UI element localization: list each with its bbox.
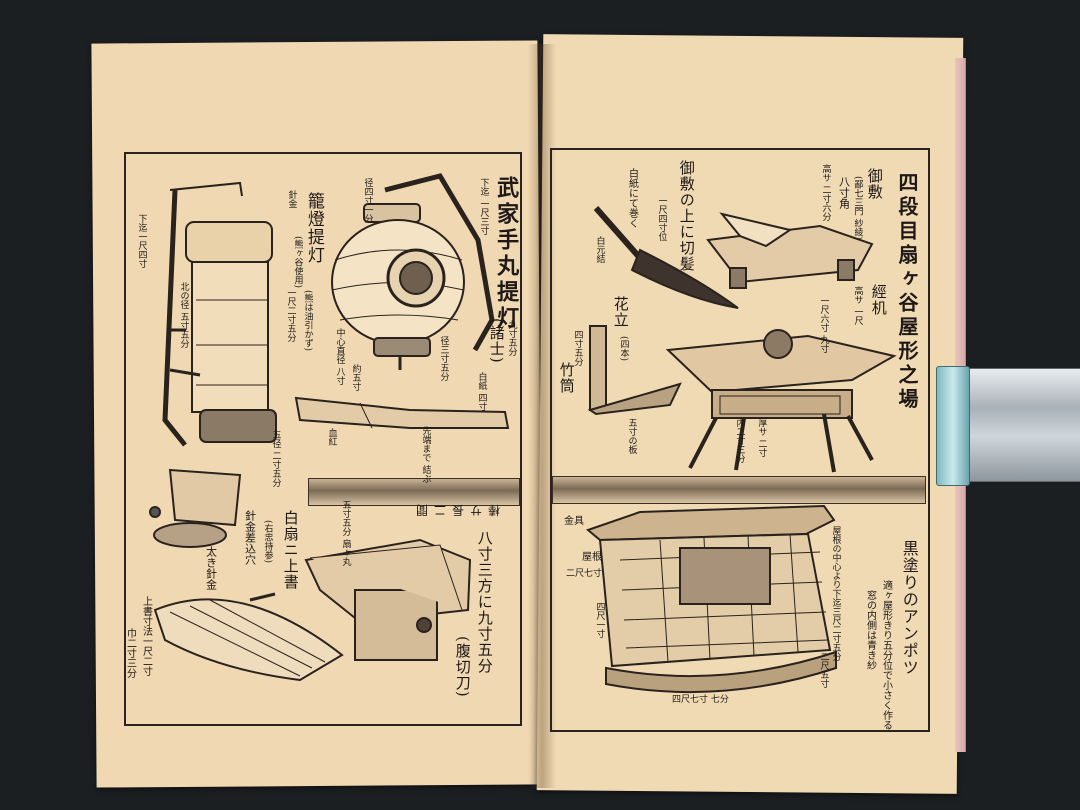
long-pole-left <box>308 478 520 506</box>
left-illustration-frame <box>124 152 522 726</box>
bottom-size: 四尺七寸 七分 <box>672 695 729 705</box>
board-label: 五寸の板 <box>626 418 637 454</box>
desk-width: 一尺六寸 九寸 <box>818 296 829 353</box>
hair-note: 白紙にて巻く <box>626 168 638 228</box>
desk-height: 高サ 一尺 <box>852 286 863 325</box>
sanbo-label: 八寸三方に九寸五分 <box>475 530 494 674</box>
desk-label: 經机 <box>869 284 888 316</box>
hook-size: 下迄一尺四寸 <box>136 214 147 268</box>
palanquin-note: 適ヶ屋形きり五分位で小さく作る <box>880 580 892 730</box>
hair-size: 一尺四寸位 <box>656 196 667 241</box>
wire-stand-drawing <box>149 468 242 548</box>
kago-lantern-label: 籠燈提灯 <box>303 192 324 264</box>
roof-label: 屋根 <box>582 552 602 563</box>
height-label: 四尺一寸 <box>594 602 605 638</box>
palanquin-note2: 窓の内側は青き紗 <box>864 590 876 670</box>
cushion-note: (鄙七三門 紗綾) <box>852 176 863 240</box>
long-pole-right <box>552 476 926 504</box>
hair-label: 御敷の上に切髪 <box>677 160 696 272</box>
cushion-label: 御敷 <box>865 168 884 200</box>
lantern-width: 径三寸五分 <box>438 336 449 381</box>
lantern-top: 径四寸一分 <box>362 178 373 223</box>
length-label: 棒サ長二間 <box>410 503 501 517</box>
left-title: 武家手丸提灯 <box>493 176 520 332</box>
kago-lantern-drawing <box>162 181 277 447</box>
fan-drawing <box>153 592 344 682</box>
scene-title: 四段目扇ヶ谷屋形之場 <box>895 172 919 412</box>
blood-label: 血紅 <box>326 428 337 446</box>
base-size: 二尺五寸 <box>818 652 829 688</box>
clip-block <box>936 366 970 486</box>
inscription-width: 巾二寸三分 <box>124 628 136 678</box>
fan-label: 白扇ニ上書 <box>281 510 300 590</box>
kago-size: 一尺二寸五分 <box>285 288 296 342</box>
cushion-tray-drawing <box>706 212 874 289</box>
flower-label: 花立 <box>611 296 630 328</box>
roof-size: 二尺七寸 <box>566 569 603 579</box>
metal-label: 金具 <box>564 516 584 527</box>
clip-bar <box>964 368 1080 482</box>
white-paper: 白紙 四寸 <box>476 372 487 411</box>
flower-note: (四本) <box>618 336 629 362</box>
lantern-size: 九寸五分 <box>506 320 517 356</box>
sanbo-tray-drawing <box>304 538 472 661</box>
lantern-drop: 下迄 一尺三寸 <box>478 178 489 235</box>
center-dia: 中心直径 八寸 <box>334 328 345 385</box>
cushion-size: 八寸角 <box>837 176 851 209</box>
sanbo-size: 五寸五分 扇ヶ丸 <box>340 500 351 566</box>
bamboo-size: 四寸五分 <box>572 330 583 366</box>
wire-hole: 針金差込穴 <box>243 510 257 565</box>
hair-brush-drawing <box>593 206 739 309</box>
inscription-size: 上書寸法一尺二寸 <box>140 596 152 676</box>
folded-paper-drawing <box>294 396 510 429</box>
kago-note2: (熊は油引かず) <box>302 290 313 352</box>
roof-center: 屋根の中心より下迄三尺二寸五分 <box>830 526 841 661</box>
fan-note: (右忠持参) <box>262 520 273 564</box>
thick-wire: 太き針金 <box>204 546 218 590</box>
desk-leg: 厚サ 二寸 <box>756 418 767 457</box>
flower-vase-drawing <box>587 325 682 416</box>
sutra-desk-drawing <box>665 329 897 473</box>
palanquin-label: 黒塗りのアンポツ <box>899 540 919 676</box>
pole-label: 北の径 五寸五分 <box>178 282 189 348</box>
hair-tie: 白元結 <box>594 236 605 263</box>
blade-label: (腹切刀) <box>453 636 472 698</box>
hook-label: 針金 <box>286 190 297 208</box>
kago-note: (熊ヶ谷使用) <box>292 236 303 289</box>
bamboo-label: 竹筒 <box>557 362 576 394</box>
binder-clip <box>936 366 1080 486</box>
about-size: 約五寸 <box>350 364 361 391</box>
round-lantern-drawing <box>331 173 495 370</box>
palanquin-drawing <box>585 504 837 694</box>
handle-note: 先端まで 結ぶ <box>420 426 431 483</box>
left-title-note: (諸士) <box>487 318 506 364</box>
desk-depth: 内二寸三分 <box>734 418 745 463</box>
right-illustration-frame <box>550 148 930 732</box>
outer-dia: 五径 二寸五分 <box>270 430 281 487</box>
cushion-height: 高サ 二寸六分 <box>820 164 831 221</box>
